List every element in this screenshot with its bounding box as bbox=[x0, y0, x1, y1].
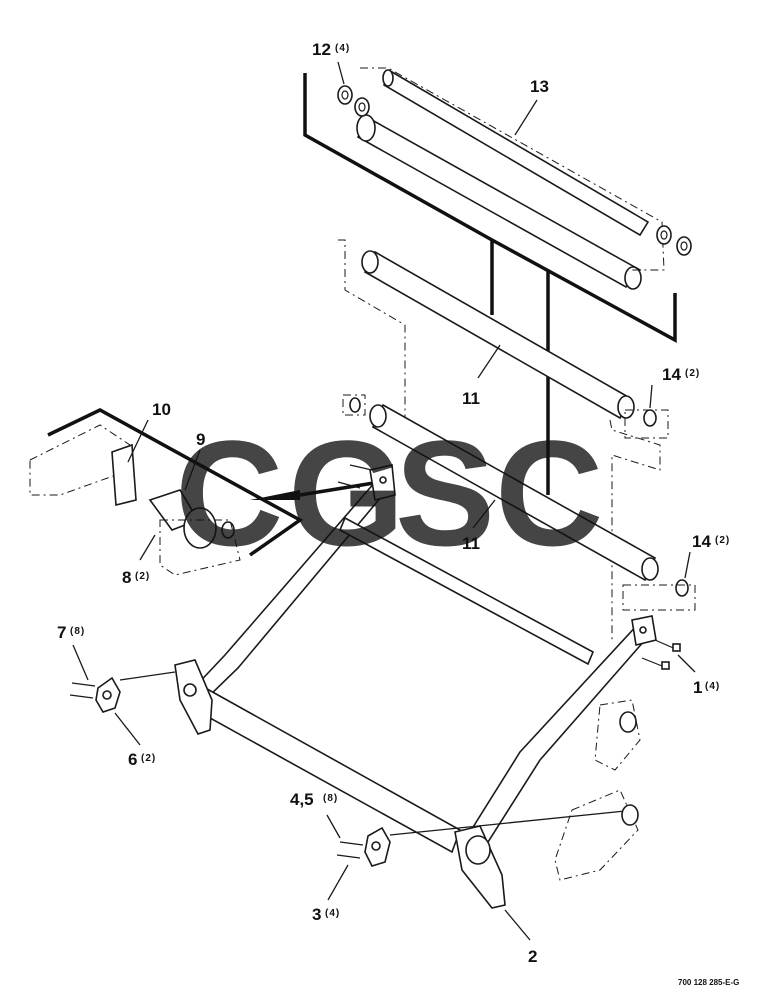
bearing-plate-right bbox=[336, 809, 636, 867]
callout-6-qty: (2) bbox=[141, 753, 156, 764]
left-bracket-assembly bbox=[29, 424, 241, 576]
watermark-letter-4: C bbox=[495, 409, 603, 577]
callout-10: 10 bbox=[152, 400, 171, 419]
watermark-letter-2: G bbox=[288, 409, 405, 577]
callout-8: 8 bbox=[122, 568, 131, 587]
callout-11-lower: 11 bbox=[462, 534, 480, 553]
figure-reference: 700 128 285-E-G bbox=[678, 978, 739, 987]
callout-2: 2 bbox=[528, 947, 537, 966]
callout-labels: 12 (4) 13 11 14 (2) 10 9 8 (2) 11 14 (2)… bbox=[57, 40, 739, 987]
right-reference-frame bbox=[554, 699, 641, 881]
callout-12: 12 bbox=[312, 40, 331, 59]
lower-roller bbox=[342, 394, 696, 611]
callout-6: 6 bbox=[128, 750, 137, 769]
callout-4-5: 4,5 bbox=[290, 790, 314, 809]
callout-4-5-qty: (8) bbox=[323, 793, 338, 804]
watermark-letter-1: C bbox=[175, 409, 283, 577]
callout-1: 1 bbox=[693, 678, 702, 697]
callout-7-qty: (8) bbox=[70, 626, 85, 637]
callout-1-qty: (4) bbox=[705, 681, 720, 692]
callout-11-upper: 11 bbox=[462, 389, 480, 408]
upper-group-bracket bbox=[303, 73, 677, 495]
watermark: C G S C bbox=[175, 409, 603, 577]
bolts-part1 bbox=[337, 464, 681, 670]
callout-14-upper: 14 bbox=[662, 365, 681, 384]
callout-8-qty: (2) bbox=[135, 571, 150, 582]
middle-roller bbox=[338, 239, 669, 640]
callout-14-lower-qty: (2) bbox=[715, 535, 730, 546]
leader-lines bbox=[72, 61, 696, 941]
callout-14-upper-qty: (2) bbox=[685, 368, 700, 379]
callout-3: 3 bbox=[312, 905, 321, 924]
callout-13: 13 bbox=[530, 77, 549, 96]
main-frame bbox=[174, 464, 657, 909]
watermark-letter-3: S bbox=[395, 409, 495, 577]
callout-3-qty: (4) bbox=[325, 908, 340, 919]
left-group-bracket bbox=[47, 408, 381, 557]
upper-rollers bbox=[337, 67, 692, 290]
callout-14-lower: 14 bbox=[692, 532, 711, 551]
callout-7: 7 bbox=[57, 623, 66, 642]
bearing-plate-left bbox=[69, 671, 176, 713]
callout-9: 9 bbox=[196, 430, 205, 449]
callout-12-qty: (4) bbox=[335, 43, 350, 54]
